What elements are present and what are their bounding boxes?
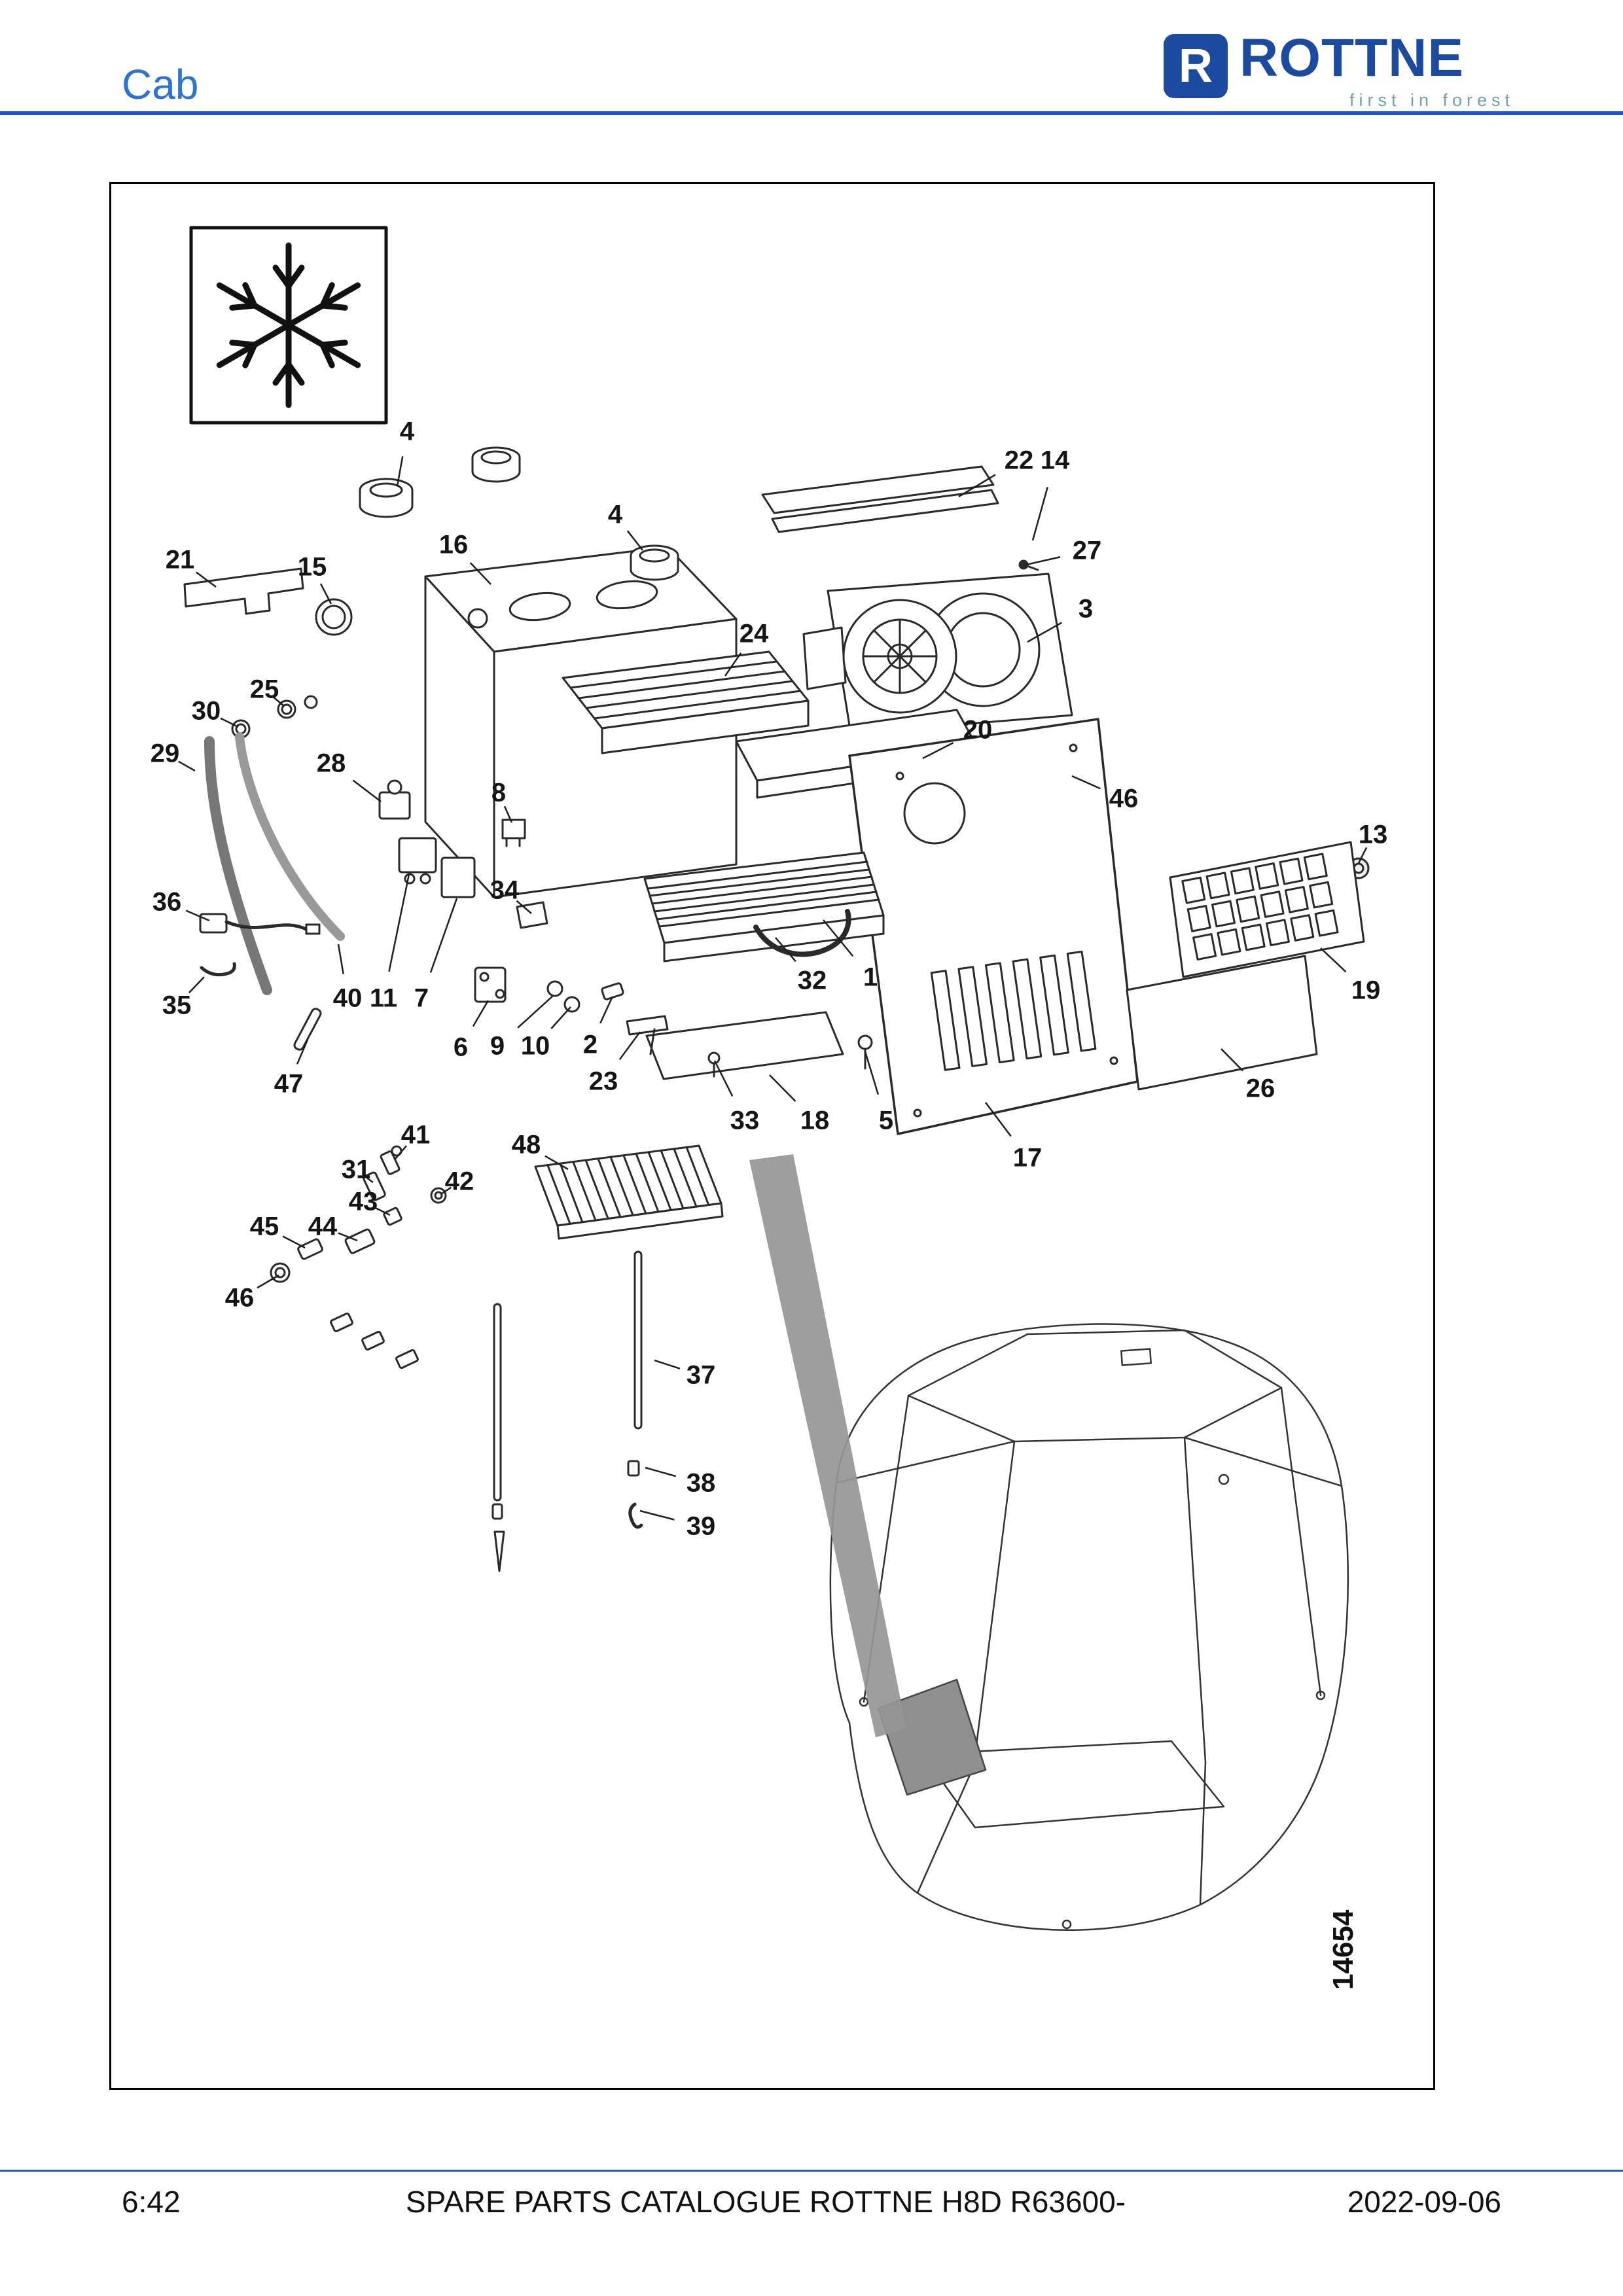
brand-name: ROTTNE: [1240, 28, 1465, 88]
drain-tray: [626, 1011, 873, 1080]
pipes-and-rods: [491, 1250, 643, 1572]
part-callout-26: 26: [1245, 1074, 1275, 1103]
part-callout-33: 33: [730, 1106, 760, 1135]
part-callout-8: 8: [491, 778, 507, 807]
footer-catalogue-title: SPARE PARTS CATALOGUE ROTTNE H8D R63600-: [406, 2185, 1126, 2219]
part-callout-17: 17: [1012, 1143, 1043, 1173]
part-callout-46: 46: [224, 1283, 255, 1313]
part-callout-44: 44: [308, 1212, 338, 1241]
part-callout-4: 4: [399, 417, 415, 446]
part-callout-4: 4: [607, 500, 623, 529]
part-callout-6: 6: [453, 1033, 469, 1062]
exploded-diagram-art: [183, 226, 1370, 1931]
part-callout-35: 35: [162, 991, 192, 1020]
part-callout-42: 42: [444, 1167, 474, 1196]
top-bracket-panels: [761, 465, 1039, 571]
page-title: Cab: [122, 61, 199, 108]
rottne-logo-icon: R: [1164, 34, 1228, 98]
part-callout-9: 9: [490, 1031, 505, 1061]
side-panel: [848, 718, 1370, 1135]
part-callout-21: 21: [165, 545, 195, 574]
part-callout-34: 34: [490, 875, 520, 905]
part-callout-30: 30: [191, 696, 221, 726]
part-callout-29: 29: [150, 739, 180, 768]
part-callout-1: 1: [863, 963, 878, 992]
part-callout-19: 19: [1351, 976, 1381, 1005]
part-callout-22: 22: [1004, 446, 1034, 475]
brand-logo: R ROTTNE first in forest: [1164, 28, 1517, 115]
part-callout-47: 47: [274, 1069, 304, 1099]
part-callout-3: 3: [1078, 594, 1094, 624]
part-callout-38: 38: [686, 1468, 716, 1498]
part-callout-14: 14: [1040, 446, 1070, 475]
valve-cluster: [378, 779, 656, 1055]
grille-panel: [1126, 841, 1365, 1091]
leader-layer: [178, 456, 1368, 1521]
part-callout-28: 28: [316, 749, 346, 778]
blower-assembly: [802, 573, 1073, 735]
footer-divider: [0, 2170, 1623, 2172]
figure-number: 14654: [1327, 1909, 1359, 1990]
part-callout-31: 31: [341, 1155, 371, 1184]
part-callout-36: 36: [152, 887, 182, 917]
cab-wireframe: [829, 1323, 1349, 1931]
part-callout-32: 32: [797, 966, 827, 995]
part-callout-23: 23: [588, 1067, 618, 1096]
part-callout-43: 43: [348, 1187, 378, 1216]
part-callout-18: 18: [800, 1106, 830, 1135]
part-callout-10: 10: [520, 1031, 550, 1061]
pointer-wedge: [749, 1154, 906, 1737]
part-callout-15: 15: [297, 552, 327, 582]
part-callout-20: 20: [963, 715, 993, 745]
part-callout-48: 48: [511, 1130, 541, 1159]
part-callout-24: 24: [739, 619, 769, 648]
part-callout-27: 27: [1072, 536, 1102, 565]
heater-core: [562, 650, 810, 754]
part-callout-5: 5: [878, 1106, 894, 1135]
part-callout-41: 41: [401, 1120, 431, 1150]
header-divider: [0, 111, 1623, 115]
snowflake-icon: [189, 226, 388, 425]
part-callout-13: 13: [1358, 820, 1388, 849]
part-callout-16: 16: [438, 530, 469, 559]
part-callout-45: 45: [249, 1212, 279, 1241]
part-callout-37: 37: [686, 1360, 716, 1390]
left-panel-and-hoses: [183, 567, 353, 1051]
brand-tagline: first in forest: [1349, 90, 1514, 110]
part-callout-11: 11: [369, 983, 398, 1013]
footer-page-ref: 6:42: [122, 2185, 181, 2219]
part-callout-25: 25: [249, 675, 279, 704]
part-callout-40: 40: [332, 983, 363, 1013]
cabin-filter: [534, 1144, 724, 1240]
part-callout-39: 39: [686, 1511, 716, 1541]
part-callout-7: 7: [414, 983, 429, 1013]
part-callout-46: 46: [1109, 784, 1139, 813]
part-callout-2: 2: [582, 1030, 598, 1059]
fitting-cluster: [270, 1145, 447, 1369]
footer-date: 2022-09-06: [1347, 2185, 1501, 2219]
